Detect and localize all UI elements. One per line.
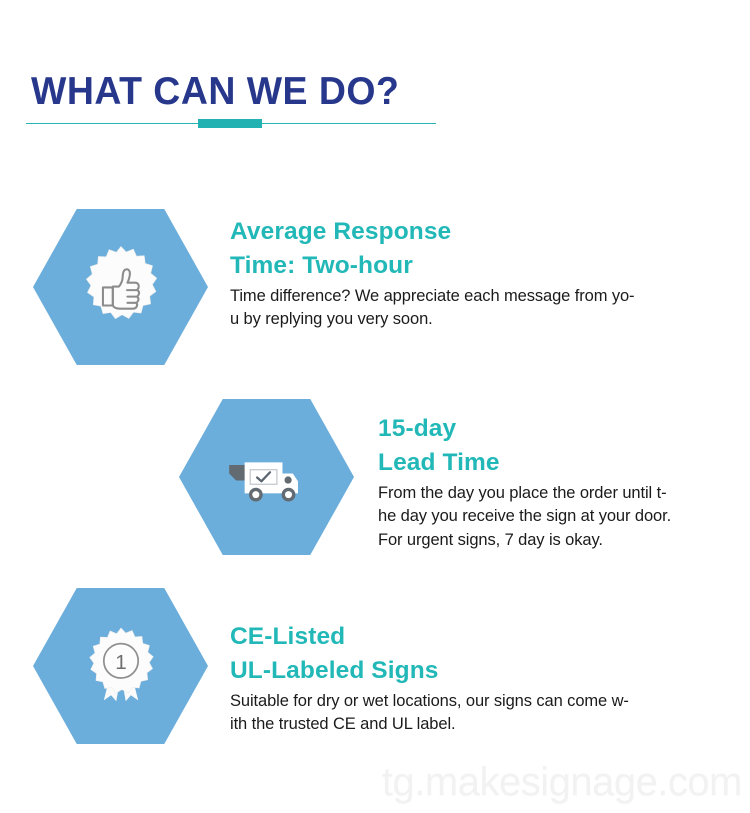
hexagon-badge-average-response bbox=[33, 209, 208, 365]
feature-body: From the day you place the order until t… bbox=[378, 483, 672, 550]
feature-heading-line-1: 15-day bbox=[378, 415, 457, 442]
title-divider bbox=[26, 118, 436, 130]
feature-text-average-response: Average Response Time: Two-hour Time dif… bbox=[230, 215, 730, 332]
award-ribbon-icon: 1 bbox=[78, 623, 164, 709]
feature-heading-line-2: Time: Two-hour bbox=[230, 251, 413, 279]
divider-accent-bar bbox=[198, 119, 262, 128]
feature-heading: Average Response Time: Two-hour bbox=[230, 215, 730, 283]
hexagon-badge-ce-ul-listed: 1 bbox=[33, 588, 208, 744]
feature-heading: 15-day Lead Time bbox=[378, 412, 748, 480]
feature-body: Time difference? We appreciate each mess… bbox=[230, 286, 635, 329]
delivery-truck-icon bbox=[224, 434, 310, 520]
site-watermark: tg.makesignage.com bbox=[381, 760, 743, 804]
thumbs-up-badge-icon bbox=[78, 244, 164, 330]
feature-heading-line-2: UL-Labeled Signs bbox=[230, 656, 439, 684]
feature-heading-line-1: Average Response bbox=[230, 218, 452, 245]
feature-text-ce-ul-listed: CE-Listed UL-Labeled Signs Suitable for … bbox=[230, 620, 740, 737]
svg-text:1: 1 bbox=[115, 651, 126, 674]
feature-text-lead-time: 15-day Lead Time From the day you place … bbox=[378, 412, 748, 553]
feature-heading-line-2: Lead Time bbox=[378, 448, 500, 476]
feature-heading: CE-Listed UL-Labeled Signs bbox=[230, 620, 740, 688]
feature-heading-line-1: CE-Listed bbox=[230, 623, 346, 650]
hexagon-badge-lead-time bbox=[179, 399, 354, 555]
feature-body: Suitable for dry or wet locations, our s… bbox=[230, 691, 629, 734]
page-title: WHAT CAN WE DO? bbox=[31, 70, 400, 114]
